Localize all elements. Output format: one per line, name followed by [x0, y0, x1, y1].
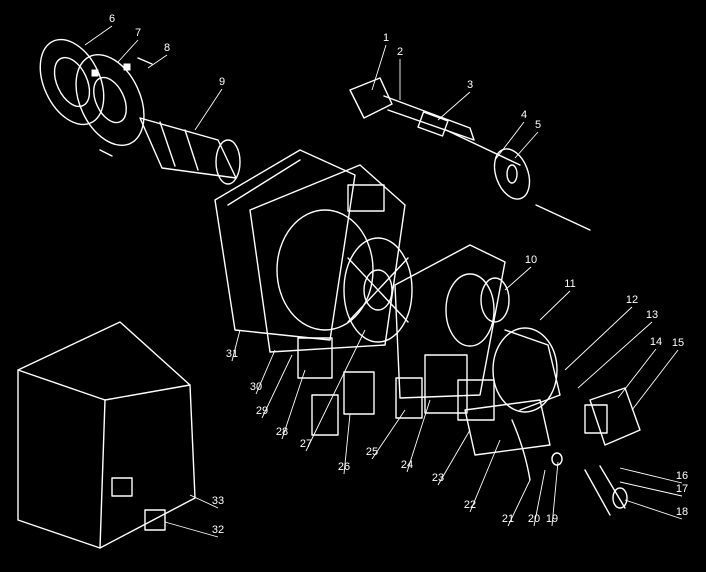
part-number-label-22: 22 — [464, 499, 476, 511]
part-number-label-7: 7 — [135, 27, 141, 39]
leader-line-8 — [147, 54, 168, 69]
electrical-plugs — [311, 371, 375, 436]
part-number-label-28: 28 — [276, 426, 288, 438]
part-number-label-32: 32 — [212, 524, 224, 536]
leader-line-12 — [564, 306, 633, 371]
oil-pump — [584, 387, 641, 446]
part-number-label-6: 6 — [109, 13, 115, 25]
leader-line-25 — [371, 409, 406, 460]
part-number-label-23: 23 — [432, 472, 444, 484]
leader-line-15 — [631, 349, 679, 411]
control-box — [464, 399, 551, 456]
part-number-label-14: 14 — [650, 336, 662, 348]
leader-line-16 — [619, 467, 683, 484]
part-number-label-13: 13 — [646, 309, 658, 321]
part-number-label-21: 21 — [502, 513, 514, 525]
part-number-label-29: 29 — [256, 405, 268, 417]
leader-line-29 — [261, 354, 293, 419]
part-number-label-2: 2 — [397, 46, 403, 58]
leader-line-10 — [504, 266, 532, 291]
leader-line-31 — [231, 329, 241, 362]
part-number-label-20: 20 — [528, 513, 540, 525]
part-number-label-10: 10 — [525, 254, 537, 266]
fan-cover-pieces — [297, 337, 333, 379]
leader-line-21 — [507, 479, 531, 527]
part-number-label-33: 33 — [212, 495, 224, 507]
solenoid-cable — [511, 419, 531, 481]
fan-wheel — [343, 237, 413, 343]
leader-line-22 — [469, 439, 501, 513]
leader-line-27 — [305, 329, 366, 452]
nozzle-assembly — [349, 77, 521, 166]
leader-line-5 — [514, 131, 539, 159]
part-number-label-12: 12 — [626, 294, 638, 306]
leader-line-11 — [539, 290, 571, 321]
motor-mounting-plate — [394, 244, 506, 399]
burner-cover-hood — [17, 321, 196, 549]
ignition-transformer — [424, 354, 495, 421]
mounting-flange — [75, 53, 145, 147]
leader-line-30 — [255, 349, 276, 395]
leader-line-7 — [117, 39, 139, 63]
leader-line-28 — [281, 369, 306, 440]
leader-line-6 — [84, 25, 113, 46]
part-number-label-17: 17 — [676, 483, 688, 495]
part-number-label-18: 18 — [676, 506, 688, 518]
part-number-label-3: 3 — [467, 79, 473, 91]
motor-coupling — [480, 277, 510, 323]
leader-line-1 — [371, 44, 387, 91]
leader-line-14 — [617, 348, 657, 399]
part-number-label-15: 15 — [672, 337, 684, 349]
part-number-label-26: 26 — [338, 461, 350, 473]
part-number-label-31: 31 — [226, 348, 238, 360]
part-number-label-27: 27 — [300, 438, 312, 450]
flange-screws — [99, 57, 153, 157]
photocell — [551, 452, 563, 466]
burner-housing — [249, 164, 406, 353]
leader-line-19 — [551, 461, 559, 527]
part-number-label-16: 16 — [676, 470, 688, 482]
leader-line-20 — [533, 469, 546, 527]
leader-line-9 — [194, 88, 223, 131]
blast-tube — [139, 117, 241, 185]
leader-line-23 — [437, 429, 471, 486]
part-number-label-30: 30 — [250, 381, 262, 393]
leader-line-33 — [189, 494, 219, 509]
leader-line-24 — [406, 399, 431, 473]
part-number-label-11: 11 — [564, 278, 575, 290]
part-number-label-4: 4 — [521, 109, 527, 121]
leader-line-17 — [619, 481, 683, 497]
burner-housing-cover — [214, 149, 356, 341]
part-number-label-9: 9 — [219, 76, 225, 88]
part-number-label-24: 24 — [401, 459, 413, 471]
part-number-label-25: 25 — [366, 446, 378, 458]
part-number-label-8: 8 — [164, 42, 170, 54]
leader-line-18 — [624, 499, 683, 520]
motor — [492, 327, 561, 413]
capacitor-connector — [395, 377, 423, 419]
part-number-label-5: 5 — [535, 119, 541, 131]
leader-line-4 — [494, 121, 525, 161]
electrode-rod — [535, 204, 591, 231]
cover-fixing-screw — [144, 509, 166, 531]
part-number-label-19: 19 — [546, 513, 558, 525]
leader-line-32 — [164, 521, 219, 538]
leader-line-3 — [437, 91, 471, 121]
mounting-flange-gasket — [39, 38, 105, 126]
leader-line-26 — [343, 413, 351, 475]
oil-hoses — [584, 465, 628, 516]
leader-line-13 — [577, 321, 653, 389]
part-number-label-1: 1 — [383, 32, 389, 44]
